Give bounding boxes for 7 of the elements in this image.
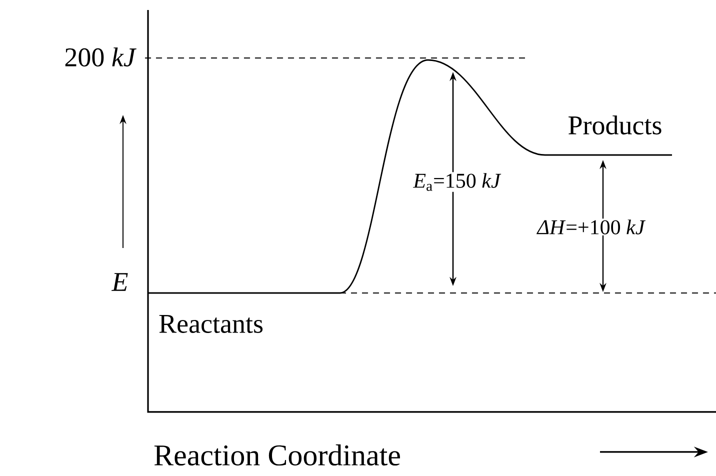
level-label: Reactants bbox=[159, 315, 263, 333]
tick-label: 200 kJ bbox=[65, 47, 136, 66]
axis-label: E bbox=[111, 273, 128, 291]
energy-label: E$_{a}$=150 kJ bbox=[412, 172, 502, 192]
axis-label: Reaction Coordinate bbox=[154, 444, 400, 466]
energy-label: ΔH=+100 kJ bbox=[536, 218, 647, 236]
level-label: Products bbox=[568, 115, 662, 134]
